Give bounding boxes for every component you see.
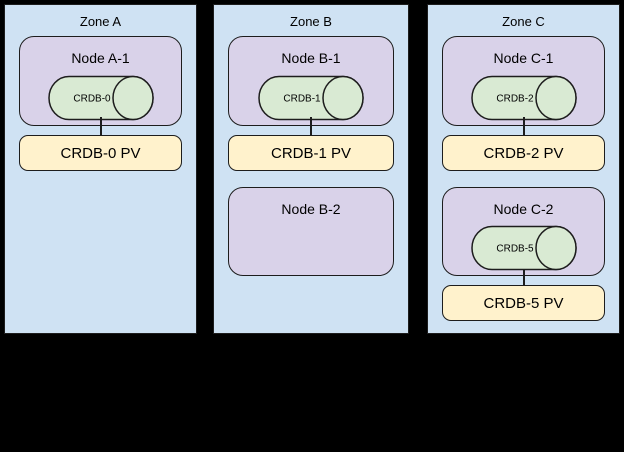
cylinder-face bbox=[111, 75, 154, 121]
crdb-2-database-cylinder-icon: CRDB-2 bbox=[470, 75, 577, 121]
crdb-2-pv-label: CRDB-2 PV bbox=[483, 144, 564, 162]
crdb-2-pv-box: CRDB-2 PV bbox=[442, 135, 605, 171]
node-c1: Node C-1 CRDB-2 bbox=[442, 36, 605, 126]
zone-b-label: Zone B bbox=[290, 14, 332, 29]
crdb-0-label: CRDB-0 bbox=[73, 94, 111, 105]
node-a1: Node A-1 CRDB-0 bbox=[19, 36, 182, 126]
crdb-0-database-cylinder-icon: CRDB-0 bbox=[47, 75, 154, 121]
cylinder-face bbox=[534, 225, 577, 271]
crdb-5-database-cylinder-icon: CRDB-5 bbox=[470, 225, 577, 271]
node-a1-label: Node A-1 bbox=[71, 50, 130, 66]
crdb-5-pv-label: CRDB-5 PV bbox=[483, 294, 564, 312]
node-b1: Node B-1 CRDB-1 bbox=[228, 36, 394, 126]
crdb-5-pv-box: CRDB-5 PV bbox=[442, 285, 605, 321]
crdb-1-label: CRDB-1 bbox=[283, 94, 321, 105]
crdb-0-pv-box: CRDB-0 PV bbox=[19, 135, 182, 171]
crdb-1-pv-label: CRDB-1 PV bbox=[270, 144, 352, 162]
crdb-1-database-cylinder-icon: CRDB-1 bbox=[258, 75, 364, 121]
zone-a-label: Zone A bbox=[79, 14, 122, 29]
connector-line bbox=[310, 117, 312, 136]
node-b2: Node B-2 bbox=[228, 187, 394, 276]
cylinder-face bbox=[534, 75, 577, 121]
zone-c: Zone C Node C-1 CRDB-2 CRDB-2 PV Node C-… bbox=[427, 4, 620, 334]
node-c1-label: Node C-1 bbox=[493, 50, 554, 66]
crdb-5-label: CRDB-5 bbox=[496, 244, 534, 255]
node-b2-label: Node B-2 bbox=[281, 201, 341, 217]
crdb-2-label: CRDB-2 bbox=[496, 94, 534, 105]
node-b1-label: Node B-1 bbox=[281, 50, 341, 66]
zone-a: Zone A Node A-1 CRDB-0 CRDB-0 PV bbox=[4, 4, 197, 334]
node-c2-label: Node C-2 bbox=[493, 201, 554, 217]
connector-line bbox=[522, 270, 525, 286]
connector-line bbox=[522, 117, 525, 136]
connector-line bbox=[99, 117, 102, 136]
cylinder-face bbox=[322, 75, 364, 121]
zone-b: Zone B Node B-1 CRDB-1 CRDB-1 PV Node B-… bbox=[213, 4, 409, 334]
node-c2: Node C-2 CRDB-5 bbox=[442, 187, 605, 276]
crdb-1-pv-box: CRDB-1 PV bbox=[228, 135, 394, 171]
crdb-0-pv-label: CRDB-0 PV bbox=[60, 144, 141, 162]
zone-c-label: Zone C bbox=[502, 14, 545, 29]
